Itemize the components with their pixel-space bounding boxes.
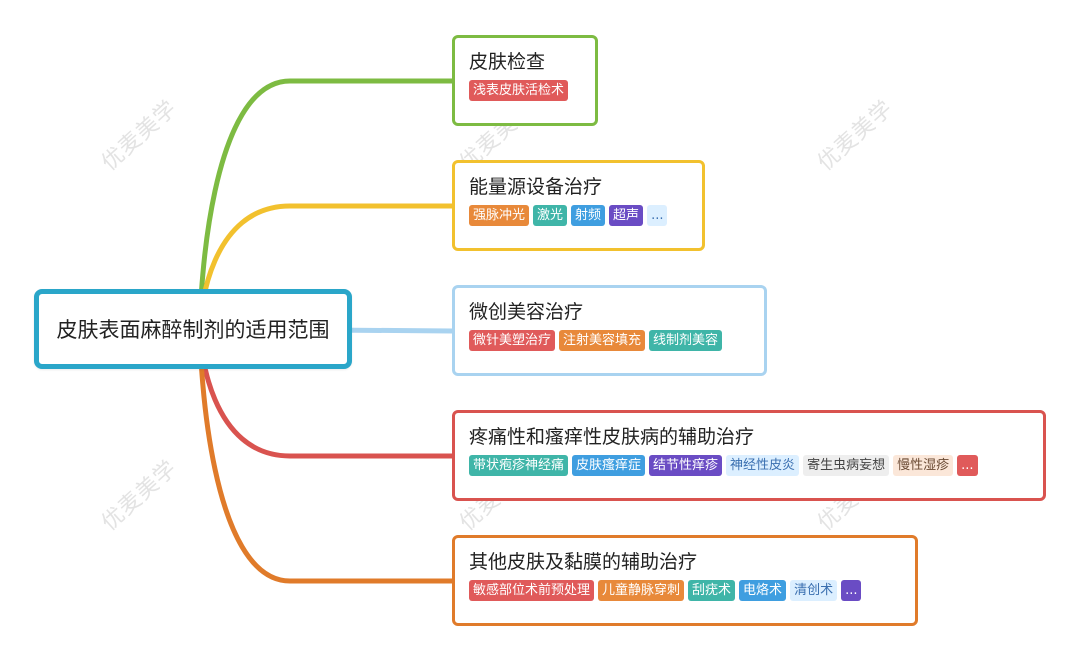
tag[interactable]: 结节性痒疹 xyxy=(649,455,723,476)
tag-list: 微针美塑治疗 注射美容填充 线制剂美容 xyxy=(469,330,750,351)
root-topic[interactable]: 皮肤表面麻醉制剂的适用范围 xyxy=(34,289,352,369)
topic-energy-device-treatment[interactable]: 能量源设备治疗 强脉冲光 激光 射频 超声 ... xyxy=(452,160,705,251)
more-tags-tag[interactable]: ... xyxy=(841,580,862,601)
tag-list: 带状疱疹神经痛 皮肤瘙痒症 结节性痒疹 神经性皮炎 寄生虫病妄想 慢性湿疹 ..… xyxy=(469,455,1029,476)
tag[interactable]: 注射美容填充 xyxy=(559,330,646,351)
tag-list: 强脉冲光 激光 射频 超声 ... xyxy=(469,205,688,226)
tag[interactable]: 浅表皮肤活检术 xyxy=(469,80,569,101)
tag[interactable]: 线制剂美容 xyxy=(649,330,723,351)
topic-title: 能量源设备治疗 xyxy=(469,176,603,198)
topic-minimally-invasive-cosmetic[interactable]: 微创美容治疗 微针美塑治疗 注射美容填充 线制剂美容 xyxy=(452,285,767,376)
topic-title: 疼痛性和瘙痒性皮肤病的辅助治疗 xyxy=(469,426,755,448)
topic-skin-examination[interactable]: 皮肤检查 浅表皮肤活检术 xyxy=(452,35,598,126)
tag[interactable]: 超声 xyxy=(609,205,644,226)
tag[interactable]: 微针美塑治疗 xyxy=(469,330,556,351)
tag[interactable]: 电烙术 xyxy=(739,580,787,601)
tag[interactable]: 皮肤瘙痒症 xyxy=(572,455,646,476)
tag[interactable]: 敏感部位术前预处理 xyxy=(469,580,595,601)
tag[interactable]: 慢性湿疹 xyxy=(893,455,954,476)
tag-list: 敏感部位术前预处理 儿童静脉穿刺 刮疣术 电烙术 清创术 ... xyxy=(469,580,901,601)
topic-title: 其他皮肤及黏膜的辅助治疗 xyxy=(469,551,698,573)
tag[interactable]: 刮疣术 xyxy=(688,580,736,601)
tag[interactable]: 神经性皮炎 xyxy=(726,455,800,476)
more-tags-tag[interactable]: ... xyxy=(647,205,668,226)
topic-title: 微创美容治疗 xyxy=(469,301,584,323)
tag[interactable]: 寄生虫病妄想 xyxy=(803,455,890,476)
tag[interactable]: 强脉冲光 xyxy=(469,205,530,226)
tag[interactable]: 儿童静脉穿刺 xyxy=(598,580,685,601)
tag[interactable]: 带状疱疹神经痛 xyxy=(469,455,569,476)
more-tags-tag[interactable]: ... xyxy=(957,455,978,476)
topic-title: 皮肤检查 xyxy=(469,51,546,73)
root-topic-label: 皮肤表面麻醉制剂的适用范围 xyxy=(56,318,330,342)
topic-painful-pruritic-dermatoses[interactable]: 疼痛性和瘙痒性皮肤病的辅助治疗 带状疱疹神经痛 皮肤瘙痒症 结节性痒疹 神经性皮… xyxy=(452,410,1046,501)
topic-other-skin-mucosa-treatment[interactable]: 其他皮肤及黏膜的辅助治疗 敏感部位术前预处理 儿童静脉穿刺 刮疣术 电烙术 清创… xyxy=(452,535,918,626)
tag[interactable]: 清创术 xyxy=(790,580,838,601)
tag[interactable]: 射频 xyxy=(571,205,606,226)
tag[interactable]: 激光 xyxy=(533,205,568,226)
tag-list: 浅表皮肤活检术 xyxy=(469,80,581,101)
